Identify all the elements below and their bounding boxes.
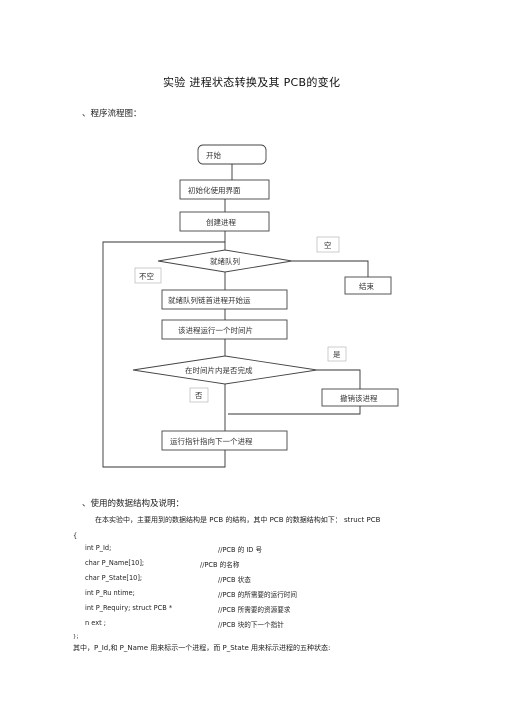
init-ui-node	[179, 179, 270, 200]
no-tag	[189, 387, 209, 403]
code-comment: //PCB 状态	[218, 576, 251, 584]
not-empty-label: 不空	[139, 271, 154, 281]
footer-paragraph: 其中，P_Id,和 P_Name 用来标示一个进程，而 P_State 用来标示…	[73, 644, 331, 652]
code-comment: //PCB 的所需要的运行时间	[218, 591, 297, 599]
intro-paragraph: 在本实验中，主要用到的数据结构是 PCB 的结构，其中 PCB 的数据结构如下：…	[95, 516, 381, 524]
code-decl: char P_State[10];	[85, 574, 143, 582]
code-decl: int P_Id;	[85, 544, 112, 552]
end-node	[344, 276, 392, 295]
open-brace: {	[73, 532, 78, 540]
create-proc-label: 创建进程	[206, 217, 236, 227]
next-proc-node	[161, 430, 288, 451]
code-comment: //PCB 的名称	[200, 561, 240, 569]
empty-label: 空	[324, 240, 332, 250]
close-brace: }；	[73, 634, 82, 640]
no-label: 否	[195, 391, 203, 400]
run-head-label: 就绪队列链首进程开始运	[168, 295, 251, 305]
cancel-proc-label: 撤销该进程	[340, 393, 378, 403]
yes-tag	[327, 346, 347, 362]
init-ui-label: 初始化使用界面	[188, 185, 241, 195]
code-decl: char P_Name[10];	[85, 559, 145, 567]
section-heading-flowchart: 、程序流程图：	[82, 109, 142, 119]
code-decl: int P_Requiry; struct PCB *	[85, 604, 173, 612]
not-empty-tag	[134, 267, 162, 284]
ready-queue-label: 就绪队列	[210, 256, 240, 266]
code-comment: //PCB 的 ID 号	[218, 546, 263, 554]
done-in-slice-label: 在时间片内是否完成	[185, 365, 253, 375]
create-proc-node	[179, 211, 270, 232]
section-heading-data-structure: 、使用的数据结构及说明：	[82, 499, 185, 509]
code-decl: n ext ;	[85, 619, 107, 627]
run-slice-label: 该进程运行一个时间片	[178, 325, 253, 335]
start-label: 开始	[206, 150, 221, 160]
page-title: 实验 进程状态转换及其 PCB的变化	[163, 76, 341, 89]
code-comment: //PCB 块的下一个指针	[218, 621, 284, 629]
run-head-node	[161, 289, 288, 310]
yes-label: 是	[333, 350, 341, 359]
run-slice-node	[161, 319, 288, 340]
end-label: 结束	[359, 281, 374, 291]
code-comment: //PCB 所需要的资源要求	[218, 606, 291, 614]
code-decl: int P_Ru ntime;	[85, 589, 135, 597]
empty-tag	[316, 236, 340, 253]
next-proc-label: 运行指针指向下一个进程	[170, 436, 253, 446]
